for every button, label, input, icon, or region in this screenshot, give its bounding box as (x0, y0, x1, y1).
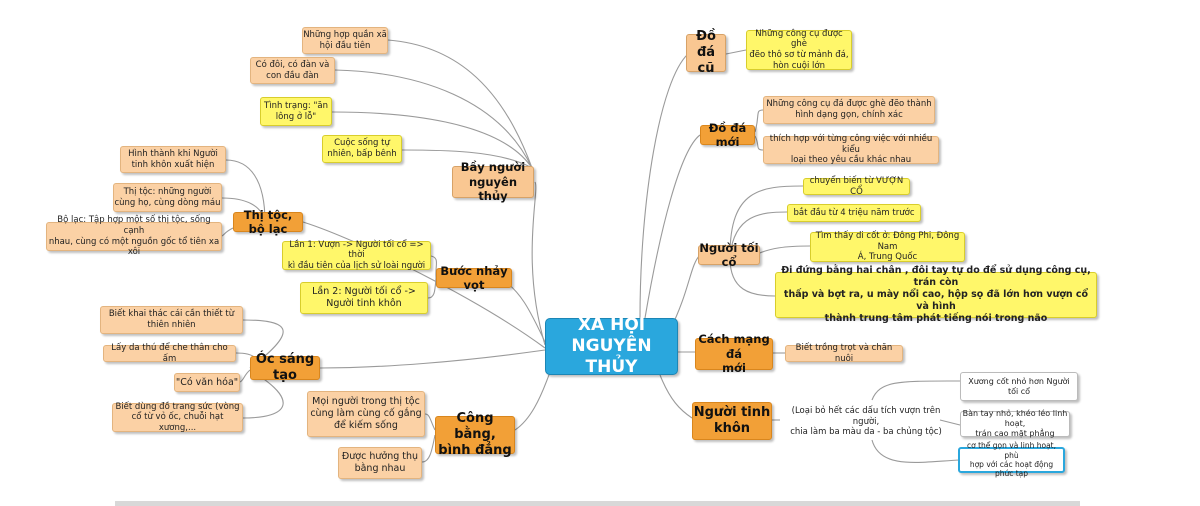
link-root-baynguoi (531, 181, 546, 346)
branch-thi-toc[interactable]: Thị tộc, bộ lạc (233, 208, 303, 236)
leaf-oc-1[interactable]: Biết khai thác cái cần thiết từ thiên nh… (100, 306, 243, 334)
branch-cong-bang[interactable]: Công bằng, bình đẳng (435, 411, 515, 458)
leaf-cb-1[interactable]: Mọi người trong thị tộc cùng làm cùng cố… (307, 391, 425, 437)
leaf-thitoc-3[interactable]: Bộ lạc: Tập hợp một số thị tộc, sống cạn… (46, 215, 222, 257)
leaf-tk-main[interactable]: (Loại bỏ hết các dấu tích vượn trên ngườ… (790, 406, 942, 438)
leaf-buoc-2[interactable]: Lần 2: Người tối cổ -> Người tinh khôn (300, 282, 428, 314)
leaf-oc-3[interactable]: "Có văn hóa" (174, 373, 240, 392)
leaf-cb-2[interactable]: Được hưởng thụ bằng nhau (338, 447, 422, 479)
branch-nguoi-toi-co[interactable]: Người tối cổ (698, 240, 760, 269)
branch-do-da-moi[interactable]: Đồ đá mới (700, 121, 755, 149)
root-topic[interactable]: XÃ HỘI NGUYÊN THỦY (545, 315, 678, 377)
leaf-thitoc-2[interactable]: Thị tộc: những người cùng họ, cùng dòng … (113, 183, 222, 212)
link-root-dodacu (639, 53, 689, 319)
leaf-toico-2[interactable]: bắt đầu từ 4 triệu năm trước (787, 204, 921, 222)
leaf-toico-1[interactable]: chuyển biến từ VƯỢN CỔ (803, 176, 910, 197)
leaf-tk-1[interactable]: Xương cốt nhỏ hơn Người tối cổ (960, 372, 1078, 401)
leaf-oc-2[interactable]: Lấy da thú để che thân cho ấm (103, 343, 236, 364)
leaf-thitoc-1[interactable]: Hình thành khi Người tinh khôn xuất hiện (120, 146, 226, 173)
link-root-dodamoi (644, 134, 701, 319)
branch-oc-sang-tao[interactable]: Óc sáng tạo (250, 352, 320, 383)
leaf-cm-1[interactable]: Biết trồng trọt và chăn nuôi (785, 343, 903, 364)
leaf-damoi-2[interactable]: thích hợp với từng công việc với nhiều k… (763, 134, 939, 165)
leaf-bay-4[interactable]: Cuộc sống tự nhiên, bấp bênh (322, 135, 402, 163)
link-root-tinhkhon (659, 374, 693, 419)
leaf-bay-2[interactable]: Có đôi, có đàn và con đầu đàn (250, 57, 335, 84)
link-root-thitoc (302, 221, 546, 349)
branch-nguoi-tinh-khon[interactable]: Người tinh khôn (692, 402, 772, 440)
horizontal-scrollbar[interactable] (115, 501, 1080, 506)
link-root-ocsangtao (319, 349, 546, 369)
branch-bay-nguoi[interactable]: Bầy người nguyên thủy (452, 160, 534, 203)
leaf-tk-2[interactable]: Bàn tay nhỏ, khéo léo linh hoạt, trán ca… (960, 409, 1070, 438)
leaf-toico-4[interactable]: Đi đứng bằng hai chân , đôi tay tự do để… (775, 265, 1097, 324)
link-root-congbang (514, 371, 551, 431)
leaf-bay-3[interactable]: Tình trạng: "ăn lông ở lỗ" (260, 97, 332, 126)
leaf-buoc-1[interactable]: Lần 1: Vượn -> Người tối cổ => thời kì đ… (282, 240, 431, 271)
leaf-toico-3[interactable]: Tìm thấy di cốt ở: Đông Phi, Đông Nam Á,… (810, 231, 965, 262)
leaf-dacu-1[interactable]: Những công cụ được ghè đẽo thô sơ từ mản… (746, 29, 852, 71)
leaf-oc-4[interactable]: Biết dùng đồ trang sức (vòng cổ từ vỏ ốc… (112, 402, 243, 433)
leaf-tk-3[interactable]: cơ thể gọn và linh hoạt, phù hợp với các… (958, 441, 1065, 478)
branch-do-da-cu[interactable]: Đồ đá cũ (686, 29, 726, 76)
leaf-damoi-1[interactable]: Những công cụ đá được ghè đẽo thành hình… (763, 96, 935, 124)
branch-cach-mang-da-moi[interactable]: Cách mạng đá mới (695, 332, 773, 375)
branch-buoc-nhay-vot[interactable]: Bước nhảy vọt (436, 264, 512, 292)
leaf-bay-1[interactable]: Những hợp quần xã hội đầu tiên (302, 27, 388, 54)
